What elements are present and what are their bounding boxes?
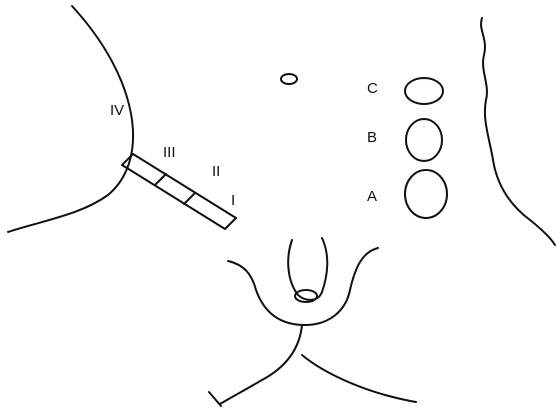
port-c-circle [405, 78, 443, 104]
lower-branch-left-tick [209, 392, 221, 406]
lower-branch-left [220, 325, 302, 404]
port-a-circle [405, 170, 447, 218]
small-oval-marker [281, 74, 297, 84]
zone-iii-label: III [163, 145, 176, 160]
zone-iv-label: IV [110, 103, 124, 118]
port-b-circle [406, 119, 442, 161]
lower-branch-right [302, 355, 416, 402]
right-body-contour [481, 18, 555, 245]
zone-ii-label: II [212, 164, 220, 179]
port-b-label: B [367, 130, 377, 145]
zone-i-label: I [231, 193, 235, 208]
left-body-contour [8, 6, 133, 232]
zone-divider-ii-i [184, 193, 195, 204]
zone-divider-iii-ii [155, 174, 166, 185]
umbilical-outline [209, 238, 416, 406]
port-c-label: C [367, 81, 378, 96]
port-a-label: A [367, 189, 377, 204]
umbilical-outer-contour [228, 248, 378, 325]
